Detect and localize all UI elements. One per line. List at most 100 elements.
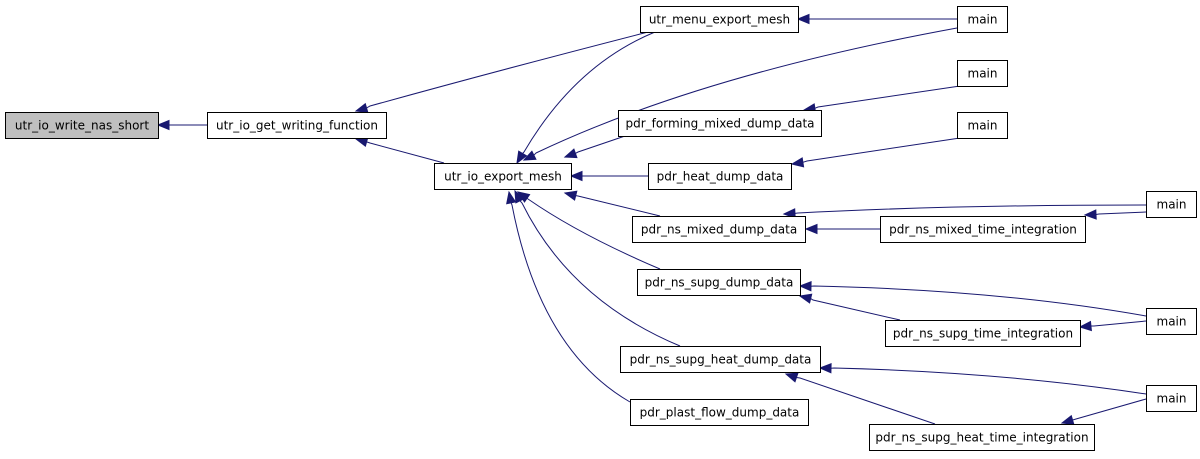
node-box <box>957 6 1008 33</box>
node-pdr-heat-dump-data[interactable]: pdr_heat_dump_data <box>648 163 792 190</box>
node-box <box>434 163 572 190</box>
edge-line <box>522 31 656 154</box>
edge-n2-n1 <box>354 31 649 113</box>
node-label: pdr_ns_supg_dump_data <box>645 276 794 290</box>
node-box <box>632 216 806 243</box>
node-box <box>640 6 799 33</box>
node-label: pdr_ns_supg_heat_dump_data <box>630 353 812 367</box>
edge-arrowhead <box>522 150 537 161</box>
edge-n5-n3 <box>563 135 626 159</box>
edge-n15-n3 <box>514 189 681 347</box>
edge-arrowhead <box>796 13 810 25</box>
node-label: pdr_forming_mixed_dump_data <box>625 117 814 131</box>
node-label: utr_menu_export_mesh <box>649 13 790 27</box>
edge-n4-n2 <box>796 13 957 25</box>
edge-arrowhead <box>1060 414 1075 425</box>
node-label: main <box>968 67 998 81</box>
node-box <box>620 346 821 373</box>
edge-line <box>1095 211 1147 215</box>
edge-arrowhead <box>784 372 799 383</box>
edge-line <box>814 85 961 109</box>
node-utr-menu-export-mesh[interactable]: utr_menu_export_mesh <box>640 6 799 33</box>
edge-line <box>794 204 1147 214</box>
edge-arrowhead <box>782 208 796 219</box>
node-box <box>648 163 792 190</box>
edges-layer <box>156 13 1147 425</box>
edge-n1-n0 <box>156 119 207 131</box>
edge-n9-n3 <box>563 190 661 217</box>
edge-arrowhead <box>798 293 813 304</box>
node-label: main <box>1157 198 1187 212</box>
edge-line <box>796 377 936 425</box>
node-label: utr_io_export_mesh <box>444 170 562 184</box>
node-box <box>880 216 1086 243</box>
node-main[interactable]: main <box>1146 191 1197 218</box>
node-label: main <box>1157 315 1187 329</box>
node-pdr-ns-mixed-time-integration[interactable]: pdr_ns_mixed_time_integration <box>880 216 1086 243</box>
edge-arrowhead <box>506 190 517 205</box>
node-box <box>957 112 1008 139</box>
node-main[interactable]: main <box>957 60 1008 87</box>
edge-arrowhead <box>804 223 818 235</box>
node-label: pdr_ns_mixed_dump_data <box>641 223 797 237</box>
edge-line <box>575 195 661 217</box>
edge-n18-n17 <box>1060 398 1147 425</box>
node-box <box>618 110 822 137</box>
edge-n11-n9 <box>782 204 1147 219</box>
node-main[interactable]: main <box>1146 385 1197 412</box>
edge-n4-n3 <box>522 27 958 161</box>
node-box <box>957 60 1008 87</box>
node-utr-io-export-mesh[interactable]: utr_io_export_mesh <box>434 163 572 190</box>
node-pdr-ns-supg-heat-time-integration[interactable]: pdr_ns_supg_heat_time_integration <box>869 424 1095 451</box>
node-main[interactable]: main <box>957 6 1008 33</box>
edge-arrowhead <box>790 157 805 168</box>
node-box <box>207 112 387 139</box>
edge-arrowhead <box>818 362 832 374</box>
edge-arrowhead <box>354 102 369 113</box>
edge-line <box>802 137 961 163</box>
node-box <box>637 269 801 296</box>
edge-arrowhead <box>563 148 578 159</box>
node-main[interactable]: main <box>957 112 1008 139</box>
node-box <box>5 112 159 139</box>
node-utr-io-get-writing-function[interactable]: utr_io_get_writing_function <box>207 112 387 139</box>
node-box <box>1146 308 1197 335</box>
node-pdr-plast-flow-dump-data[interactable]: pdr_plast_flow_dump_data <box>630 399 809 426</box>
edge-n7-n3 <box>569 170 648 182</box>
edge-n14-n13 <box>1078 320 1147 332</box>
node-box <box>885 320 1081 347</box>
node-pdr-ns-supg-heat-dump-data[interactable]: pdr_ns_supg_heat_dump_data <box>620 346 821 373</box>
edge-line <box>526 197 661 270</box>
edge-arrowhead <box>569 170 583 182</box>
edge-n18-n15 <box>818 362 1147 395</box>
node-label: main <box>968 13 998 27</box>
edge-line <box>575 135 626 154</box>
edge-line <box>1091 320 1147 327</box>
edge-line <box>810 298 901 321</box>
edge-line <box>533 27 958 156</box>
node-label: utr_io_get_writing_function <box>216 119 378 133</box>
node-pdr-forming-mixed-dump-data[interactable]: pdr_forming_mixed_dump_data <box>618 110 822 137</box>
node-box <box>1146 385 1197 412</box>
edge-n6-n5 <box>802 85 961 114</box>
edge-arrowhead <box>798 280 812 292</box>
edge-arrowhead <box>563 190 578 201</box>
edge-n10-n9 <box>804 223 880 235</box>
edge-line <box>810 285 1147 317</box>
edge-n8-n7 <box>790 137 961 168</box>
edge-n17-n15 <box>784 372 936 425</box>
edge-n2-n3 <box>516 31 656 165</box>
node-box <box>1146 191 1197 218</box>
edge-n11-n10 <box>1083 209 1147 220</box>
edge-line <box>366 141 445 164</box>
node-label: utr_io_write_nas_short <box>15 119 149 133</box>
node-main[interactable]: main <box>1146 308 1197 335</box>
node-utr-io-write-nas-short[interactable]: utr_io_write_nas_short <box>5 112 159 139</box>
edge-arrowhead <box>1083 209 1097 220</box>
node-pdr-ns-supg-dump-data[interactable]: pdr_ns_supg_dump_data <box>637 269 801 296</box>
edge-arrowhead <box>1078 320 1092 332</box>
node-pdr-ns-mixed-dump-data[interactable]: pdr_ns_mixed_dump_data <box>632 216 806 243</box>
edge-line <box>366 31 649 109</box>
node-pdr-ns-supg-time-integration[interactable]: pdr_ns_supg_time_integration <box>885 320 1081 347</box>
